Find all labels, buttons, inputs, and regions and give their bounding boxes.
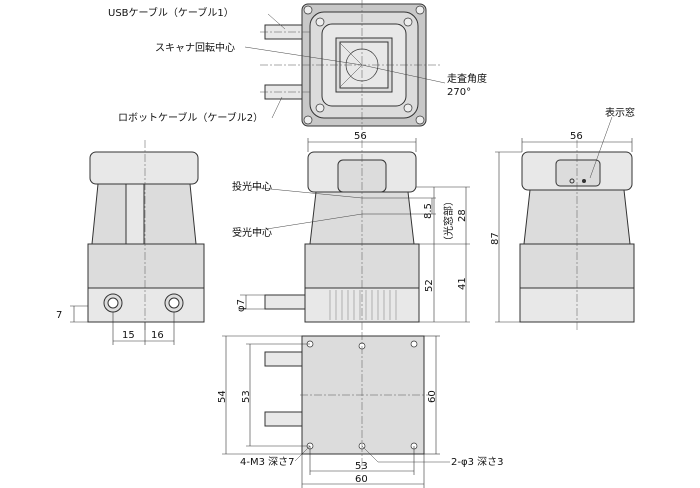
base-housing xyxy=(87,243,205,289)
leader-line xyxy=(589,116,613,179)
display-window xyxy=(555,159,601,187)
leader-line xyxy=(249,186,363,199)
receive-center-label: 受光中心 xyxy=(232,226,272,239)
indicator-led-icon xyxy=(582,179,586,183)
connector-port-inner xyxy=(107,297,119,309)
display-window-label: 表示窓 xyxy=(605,106,635,119)
dim-41: 41 xyxy=(457,277,468,290)
indicator-led-icon xyxy=(569,178,575,184)
bottom-view: 54 53 60 53 60 4-M3 深さ7 2-φ3 深さ3 xyxy=(217,332,503,488)
dim-53-vertical: 53 xyxy=(241,390,252,403)
scan-range-line xyxy=(339,42,363,66)
dim-53-horizontal: 53 xyxy=(355,461,368,472)
cable1-label: USBケーブル（ケーブル1） xyxy=(108,6,234,19)
dim-7: 7 xyxy=(56,310,62,321)
window-strip xyxy=(125,183,145,245)
leader-line xyxy=(267,13,286,30)
leader-line xyxy=(271,96,283,119)
dim-28: 28 xyxy=(457,209,468,222)
hole-label: 2-φ3 深さ3 xyxy=(451,456,503,468)
dim-15: 15 xyxy=(122,330,135,341)
window-label: （光窓部） xyxy=(442,196,455,246)
rotation-center-label: スキャナ回転中心 xyxy=(155,41,235,54)
cable1 xyxy=(264,351,306,367)
heat-sink-ribs xyxy=(329,290,397,320)
scan-angle-label: 走査角度 xyxy=(447,72,487,85)
connector-port-inner xyxy=(168,297,180,309)
cable-diameter: φ7 xyxy=(236,299,247,312)
leader-line xyxy=(244,46,363,66)
screw-icons xyxy=(303,5,425,125)
top-view: USBケーブル（ケーブル1） スキャナ回転中心 ロボットケーブル（ケーブル2） … xyxy=(108,0,487,130)
head-cap xyxy=(89,151,199,185)
leader-line xyxy=(361,445,379,463)
leader-line xyxy=(253,213,363,232)
scan-range-line xyxy=(339,64,363,88)
emit-center-label: 投光中心 xyxy=(232,180,272,193)
dim-8-5: 8.5 xyxy=(423,203,434,219)
scan-angle-value: 270° xyxy=(447,87,471,98)
width-56: 56 xyxy=(570,131,583,142)
tap-label: 4-M3 深さ7 xyxy=(240,456,295,468)
right-side-view: 56 表示窓 87 xyxy=(490,106,635,330)
width-56: 56 xyxy=(354,131,367,142)
dim-54: 54 xyxy=(217,390,228,403)
leader-line xyxy=(361,64,446,84)
cable xyxy=(264,294,306,310)
dim-16: 16 xyxy=(151,330,164,341)
front-view: 56 投光中心 受光中心 8.5 （光窓部） 28 52 41 φ7 xyxy=(232,131,470,330)
dim-52: 52 xyxy=(424,279,435,292)
leader-line xyxy=(294,445,311,462)
dim-60-horizontal: 60 xyxy=(355,474,368,485)
left-side-view: 7 15 16 xyxy=(56,140,205,345)
height-87: 87 xyxy=(490,232,501,245)
cable2-label: ロボットケーブル（ケーブル2） xyxy=(118,111,263,124)
cable2 xyxy=(264,411,306,427)
dim-60-vertical: 60 xyxy=(427,390,438,403)
